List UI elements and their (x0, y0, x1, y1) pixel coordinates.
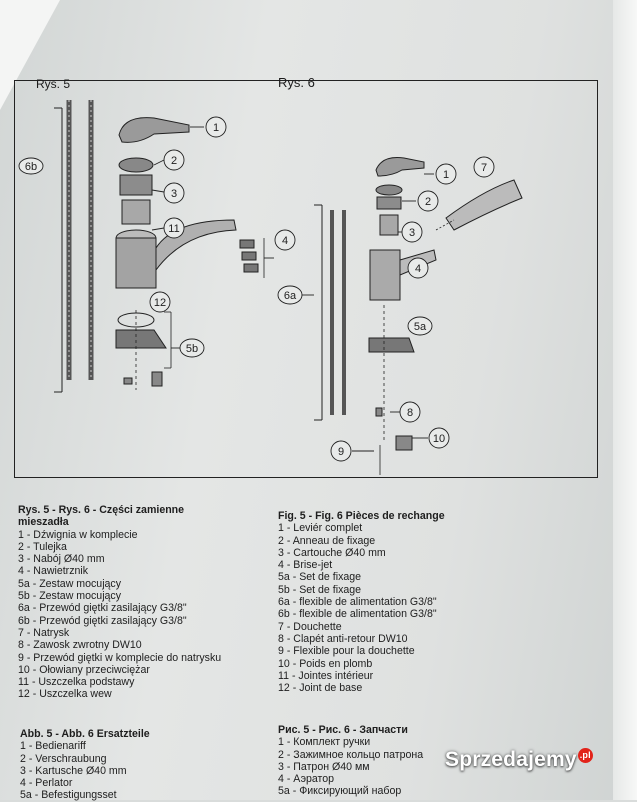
polish-item-8: 8 - Zawosk zwrotny DW10 (18, 639, 142, 652)
callout-r7: 7 (473, 156, 495, 178)
french-item-10: 10 - Poids en plomb (278, 657, 373, 670)
svg-text:1: 1 (443, 169, 449, 181)
french-item-6b: 6b - flexible de alimentation G3/8" (278, 608, 437, 621)
french-item-4: 4 - Brise-jet (278, 559, 333, 572)
svg-text:8: 8 (407, 407, 413, 419)
french-item-1: 1 - Leviér complet (278, 522, 363, 535)
figure-label-rys6: Rys. 6 (278, 75, 315, 90)
figure-label-rys5: Rys. 5 (36, 77, 71, 91)
svg-text:5a: 5a (414, 321, 427, 333)
left-mixer-parts (115, 117, 259, 387)
german-parts-list: Abb. 5 - Abb. 6 Ersatzteile 1 - Bedienar… (20, 728, 150, 802)
figure-frame (14, 80, 598, 478)
svg-text:10: 10 (433, 433, 445, 445)
callout-l4: 4 (274, 229, 296, 251)
polish-parts-list: Rys. 5 - Rys. 6 - Części zamienne miesza… (18, 504, 221, 701)
german-item-5a: 5a - Befestigungsset (20, 789, 117, 802)
exploded-parts-diagram: 6b 1 2 3 11 4 12 5b 1 2 3 7 4 5a 6a 8 9 … (18, 100, 523, 475)
polish-item-11: 11 - Uszczelka podstawy (18, 676, 135, 689)
sprzedajemy-watermark: Sprzedajemy.pl (445, 748, 593, 772)
callout-6b: 6b (18, 157, 44, 175)
french-item-6a: 6a - flexible de alimentation G3/8" (278, 596, 437, 609)
french-item-8: 8 - Clapét anti-retour DW10 (278, 632, 408, 645)
french-heading: Fig. 5 - Fig. 6 Pièces de rechange (278, 510, 445, 522)
callout-r3: 3 (401, 221, 423, 243)
callout-l11: 11 (163, 217, 185, 239)
callout-r9: 9 (330, 440, 352, 462)
polish-item-4: 4 - Nawietrznik (18, 565, 89, 578)
russian-item-5a: 5а - Фиксирующий набор (278, 785, 402, 798)
polish-item-3: 3 - Nabój Ø40 mm (18, 553, 105, 566)
left-hoses-6b (66, 100, 94, 380)
svg-text:6b: 6b (25, 161, 37, 173)
polish-item-5b: 5b - Zestaw mocujący (18, 590, 122, 603)
polish-item-1: 1 - Dźwignia w komplecie (18, 528, 138, 541)
german-heading: Abb. 5 - Abb. 6 Ersatzteile (20, 728, 150, 740)
svg-text:1: 1 (213, 122, 219, 134)
french-item-12: 12 - Joint de base (278, 682, 363, 695)
right-mixer-parts (368, 157, 523, 451)
svg-text:5b: 5b (186, 343, 198, 355)
callout-r10: 10 (428, 427, 450, 449)
russian-parts-list: Рис. 5 - Рис. 6 - Запчасти 1 - Комплект … (278, 724, 423, 798)
watermark-text: Sprzedajemy (445, 748, 577, 771)
watermark-badge: .pl (577, 748, 593, 763)
russian-item-2: 2 - Зажимное кольцо патрона (278, 748, 424, 761)
callout-5b: 5b (179, 338, 205, 358)
french-item-3: 3 - Cartouche Ø40 mm (278, 546, 386, 559)
german-item-4: 4 - Perlator (20, 777, 73, 790)
svg-text:12: 12 (154, 297, 166, 309)
svg-text:2: 2 (171, 155, 177, 167)
german-item-3: 3 - Kartusche Ø40 mm (20, 764, 127, 777)
right-hoses-6a (330, 210, 346, 415)
polish-item-6b: 6b - Przewód giętki zasilający G3/8" (18, 614, 187, 627)
callout-l2: 2 (163, 149, 185, 171)
svg-text:3: 3 (409, 227, 415, 239)
french-item-7: 7 - Douchette (278, 620, 342, 633)
callout-r2: 2 (417, 190, 439, 212)
callout-r4: 4 (407, 257, 429, 279)
callout-l1: 1 (205, 116, 227, 138)
svg-text:11: 11 (168, 223, 179, 235)
callout-l12: 12 (149, 291, 171, 313)
russian-heading: Рис. 5 - Рис. 6 - Запчасти (278, 724, 408, 736)
polish-item-12: 12 - Uszczelka wew (18, 688, 112, 701)
polish-item-10: 10 - Ołowiany przeciwciężar (18, 663, 150, 676)
polish-item-6a: 6a - Przewód giętki zasilający G3/8" (18, 602, 187, 615)
callout-r5a: 5a (407, 316, 433, 336)
svg-text:2: 2 (425, 196, 431, 208)
svg-text:4: 4 (282, 235, 288, 247)
russian-item-3: 3 - Патрон Ø40 мм (278, 760, 370, 773)
svg-text:3: 3 (171, 188, 177, 200)
svg-text:6a: 6a (284, 290, 297, 302)
french-item-11: 11 - Jointes intérieur (278, 669, 374, 682)
french-item-2: 2 - Anneau de fixage (278, 534, 376, 547)
french-item-9: 9 - Flexible pour la douchette (278, 645, 415, 658)
german-item-2: 2 - Verschraubung (20, 752, 107, 765)
french-parts-list: Fig. 5 - Fig. 6 Pièces de rechange 1 - L… (278, 510, 445, 694)
french-item-5b: 5b - Set de fixage (278, 583, 362, 596)
russian-item-1: 1 - Комплект ручки (278, 736, 371, 749)
callout-l3: 3 (163, 182, 185, 204)
callout-r1: 1 (435, 163, 457, 185)
callout-r8: 8 (399, 401, 421, 423)
french-item-5a: 5a - Set de fixage (278, 571, 362, 584)
svg-text:9: 9 (338, 446, 344, 458)
polish-item-2: 2 - Tulejka (18, 540, 67, 553)
polish-item-5a: 5a - Zestaw mocujący (18, 577, 122, 590)
callout-r6a: 6a (277, 285, 303, 305)
german-item-1: 1 - Bedienariff (20, 740, 86, 753)
russian-item-4: 4 - Аэратор (278, 773, 335, 786)
svg-text:4: 4 (415, 263, 421, 275)
polish-item-7: 7 - Natrysk (18, 626, 70, 639)
page-edge (613, 0, 637, 800)
svg-text:7: 7 (481, 162, 487, 174)
polish-heading: Rys. 5 - Rys. 6 - Części zamienne miesza… (18, 504, 185, 529)
polish-item-9: 9 - Przewód giętki w komplecie do natrys… (18, 651, 222, 664)
